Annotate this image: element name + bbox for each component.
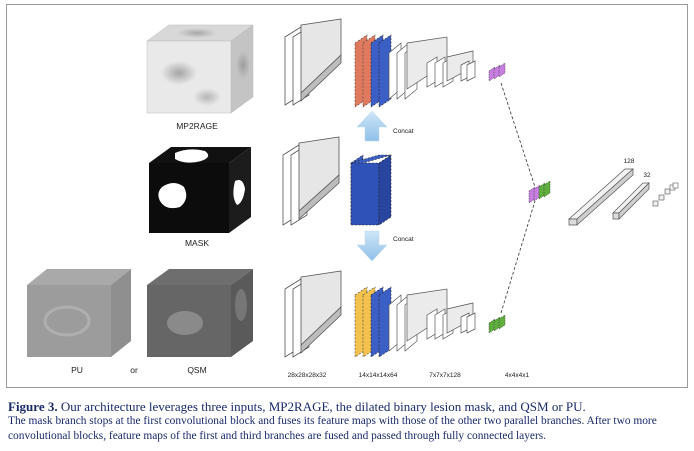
mp2rage-volume	[146, 24, 254, 114]
top-branch-concat-block	[354, 34, 392, 108]
caption-label: Figure 3.	[8, 399, 58, 414]
input-slab-top	[284, 18, 342, 106]
dim-label-4: 4x4x4x1	[505, 372, 530, 379]
top-branch-conv-blocks	[388, 36, 476, 100]
bottom-branch-output	[488, 314, 506, 334]
mask-label: MASK	[185, 238, 209, 248]
dim-label-2: 14x14x14x64	[359, 372, 398, 379]
caption-lead: Our architecture leverages three inputs,…	[60, 399, 586, 414]
bottom-branch-conv-blocks	[388, 288, 476, 352]
bottom-branch-concat-block	[354, 286, 392, 358]
caption-body: The mask branch stops at the first convo…	[8, 415, 657, 442]
input-slab-bottom	[284, 270, 342, 358]
mask-volume	[149, 147, 251, 233]
concat-arrow-up	[356, 110, 388, 142]
fc-label-128: 128	[624, 158, 635, 165]
mp2rage-label: MP2RAGE	[176, 121, 218, 131]
fused-features	[528, 180, 551, 204]
qsm-label: QSM	[187, 365, 206, 375]
fc-layer-32	[612, 182, 650, 220]
mask-branch-feature-map	[350, 154, 392, 226]
architecture-diagram: MP2RAGE MASK PU or QSM	[27, 18, 679, 379]
pu-label: PU	[71, 365, 83, 375]
concat-arrow-down	[356, 230, 388, 262]
qsm-volume	[147, 269, 253, 357]
pu-volume	[27, 269, 131, 357]
concat-label-top: Concat	[393, 128, 414, 135]
top-branch-output	[488, 62, 506, 82]
output-units	[652, 182, 679, 207]
fc-label-32: 32	[643, 172, 651, 179]
fc-layer-128	[568, 168, 634, 226]
input-slab-middle	[282, 136, 340, 226]
dim-label-1: 28x28x28x32	[288, 372, 327, 379]
figure-panel: MP2RAGE MASK PU or QSM	[6, 4, 688, 388]
fusion-lines	[500, 82, 536, 314]
figure-caption: Figure 3. Our architecture leverages thr…	[8, 399, 690, 443]
dim-label-3: 7x7x7x128	[429, 372, 461, 379]
or-label: or	[130, 365, 138, 375]
concat-label-bottom: Concat	[393, 236, 414, 243]
